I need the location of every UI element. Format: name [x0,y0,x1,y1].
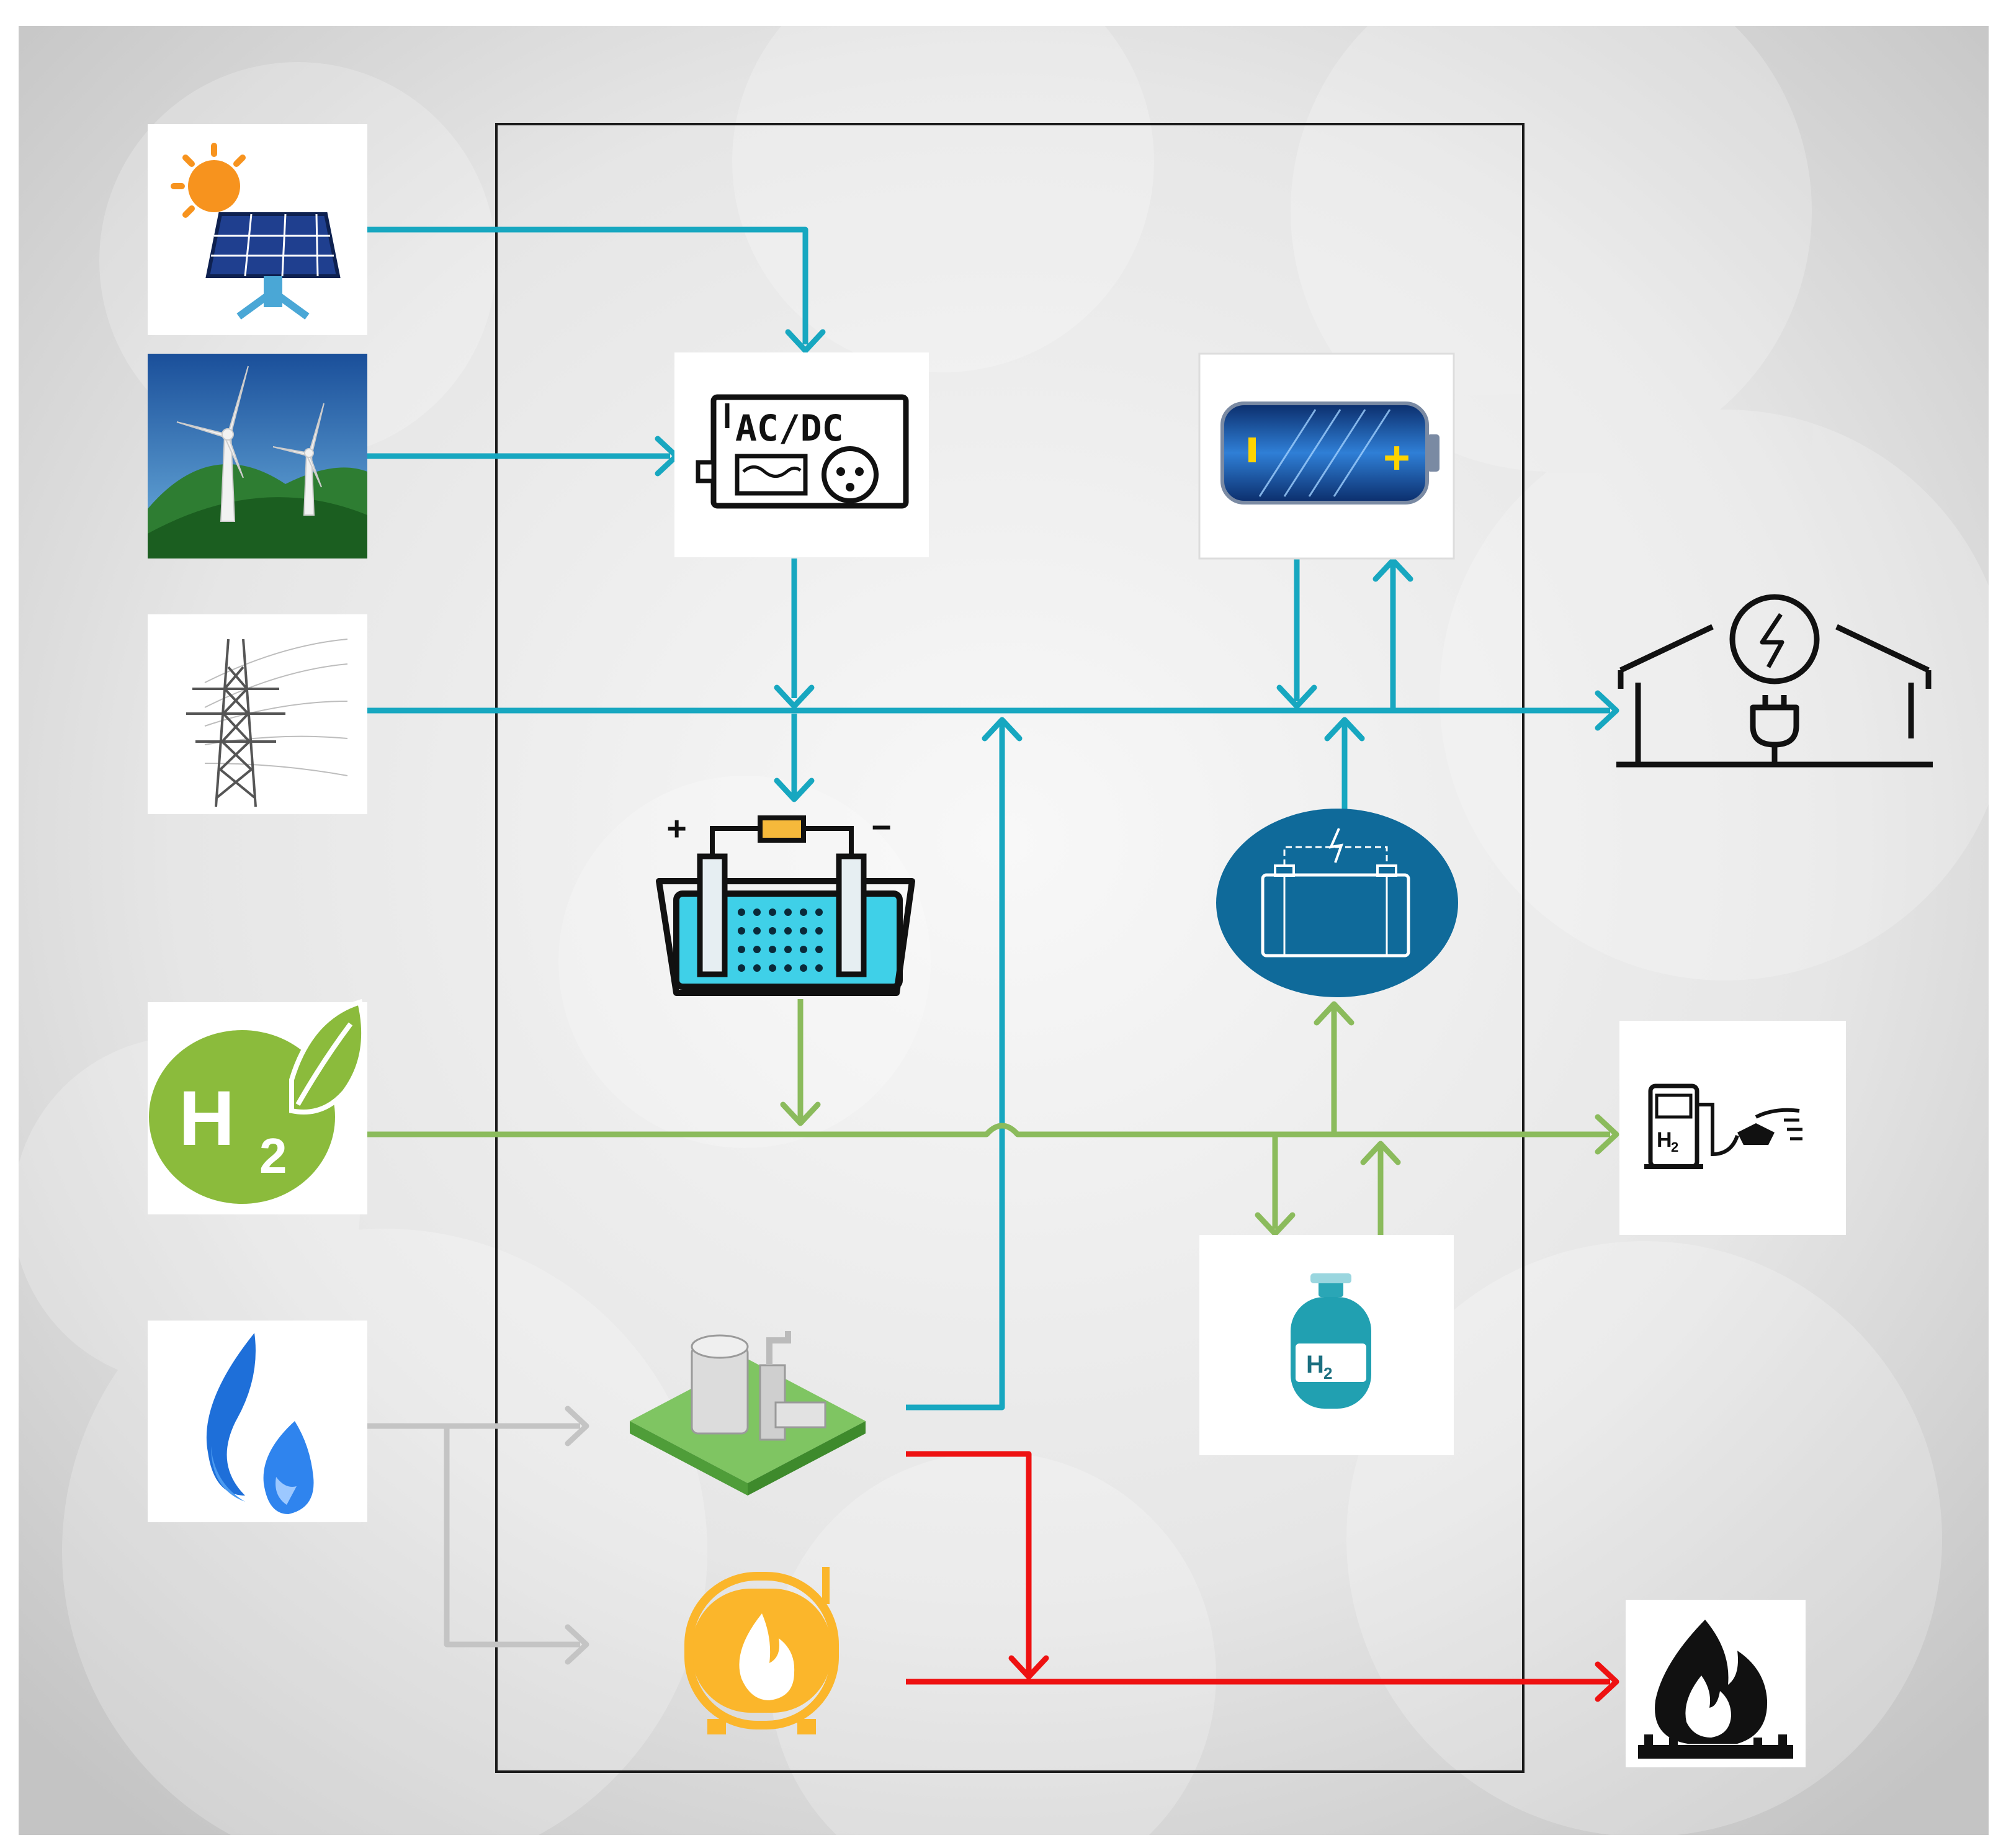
natural-gas-arrowheads [565,1406,589,1665]
power-grid-icon [148,614,367,814]
electric-load-icon [1616,594,1933,768]
background-bubbles [12,0,2006,1848]
natural-gas-icon [148,1321,367,1522]
ac-dc-label: AC/DC [735,407,844,449]
battery-icon: + [1198,352,1455,560]
electrolyzer-icon: + − [656,809,915,996]
heat-load-icon [1626,1600,1806,1767]
battery-plus: + [1384,431,1410,482]
fuel-cell-icon [1216,809,1458,997]
heat-flows [906,1451,1610,1685]
hydrogen-supply-subscript: 2 [259,1128,287,1183]
electricity-flows [367,227,1610,1411]
electrolyzer-minus: − [872,809,891,846]
hydrogen-arrowheads [780,1001,1619,1237]
heat-arrowheads [1008,1655,1619,1702]
hydrogen-tank-subscript: 2 [1323,1364,1332,1383]
chp-plant-icon [630,1331,866,1496]
hydrogen-refueling-icon: H 2 [1619,1021,1846,1235]
ac-dc-converter-icon: AC/DC [674,352,929,557]
refueling-h2-subscript: 2 [1671,1139,1678,1155]
refueling-h2-label: H [1657,1128,1672,1152]
hydrogen-supply-icon: H 2 [148,998,367,1214]
electrolyzer-plus: + [667,810,686,847]
hydrogen-tank-label: H [1306,1351,1324,1378]
wind-turbine-icon [148,354,367,558]
energy-hub-boundary [495,123,1525,1773]
gas-boiler-icon [684,1567,839,1734]
natural-gas-flows [367,1423,580,1648]
electricity-arrowheads [655,329,1619,802]
hydrogen-flows [367,999,1610,1235]
hydrogen-tank-icon: H 2 [1199,1235,1454,1455]
hydrogen-supply-label: H [179,1075,235,1162]
solar-panel-icon [148,124,367,335]
